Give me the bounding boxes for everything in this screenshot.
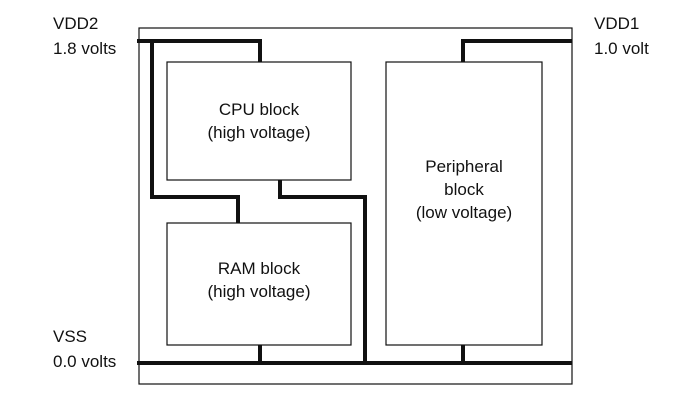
cpu-block-label: CPU block (high voltage) xyxy=(167,98,351,144)
peripheral-block-title: Peripheral xyxy=(425,157,503,176)
vdd1-label: VDD1 xyxy=(594,14,640,33)
vdd1-wire xyxy=(461,39,572,62)
vss-wire xyxy=(137,180,572,365)
vss-voltage: 0.0 volts xyxy=(53,352,117,371)
ram-block-voltage: (high voltage) xyxy=(207,282,311,301)
ram-block-label: RAM block (high voltage) xyxy=(167,257,351,303)
vdd2-wire xyxy=(137,39,262,223)
peripheral-block-voltage: (low voltage) xyxy=(415,203,513,222)
peripheral-block-title-2: block xyxy=(444,180,484,199)
chip-outline xyxy=(138,27,573,385)
ram-block-title: RAM block xyxy=(217,259,301,278)
vdd2-label: VDD2 xyxy=(53,14,99,33)
cpu-block-voltage: (high voltage) xyxy=(207,123,311,142)
vdd2-voltage: 1.8 volts xyxy=(53,39,117,58)
vdd1-voltage: 1.0 volt xyxy=(594,39,649,58)
peripheral-block-label: Peripheral block (low voltage) xyxy=(386,155,542,224)
cpu-block-title: CPU block xyxy=(218,100,300,119)
vss-label: VSS xyxy=(53,327,88,346)
